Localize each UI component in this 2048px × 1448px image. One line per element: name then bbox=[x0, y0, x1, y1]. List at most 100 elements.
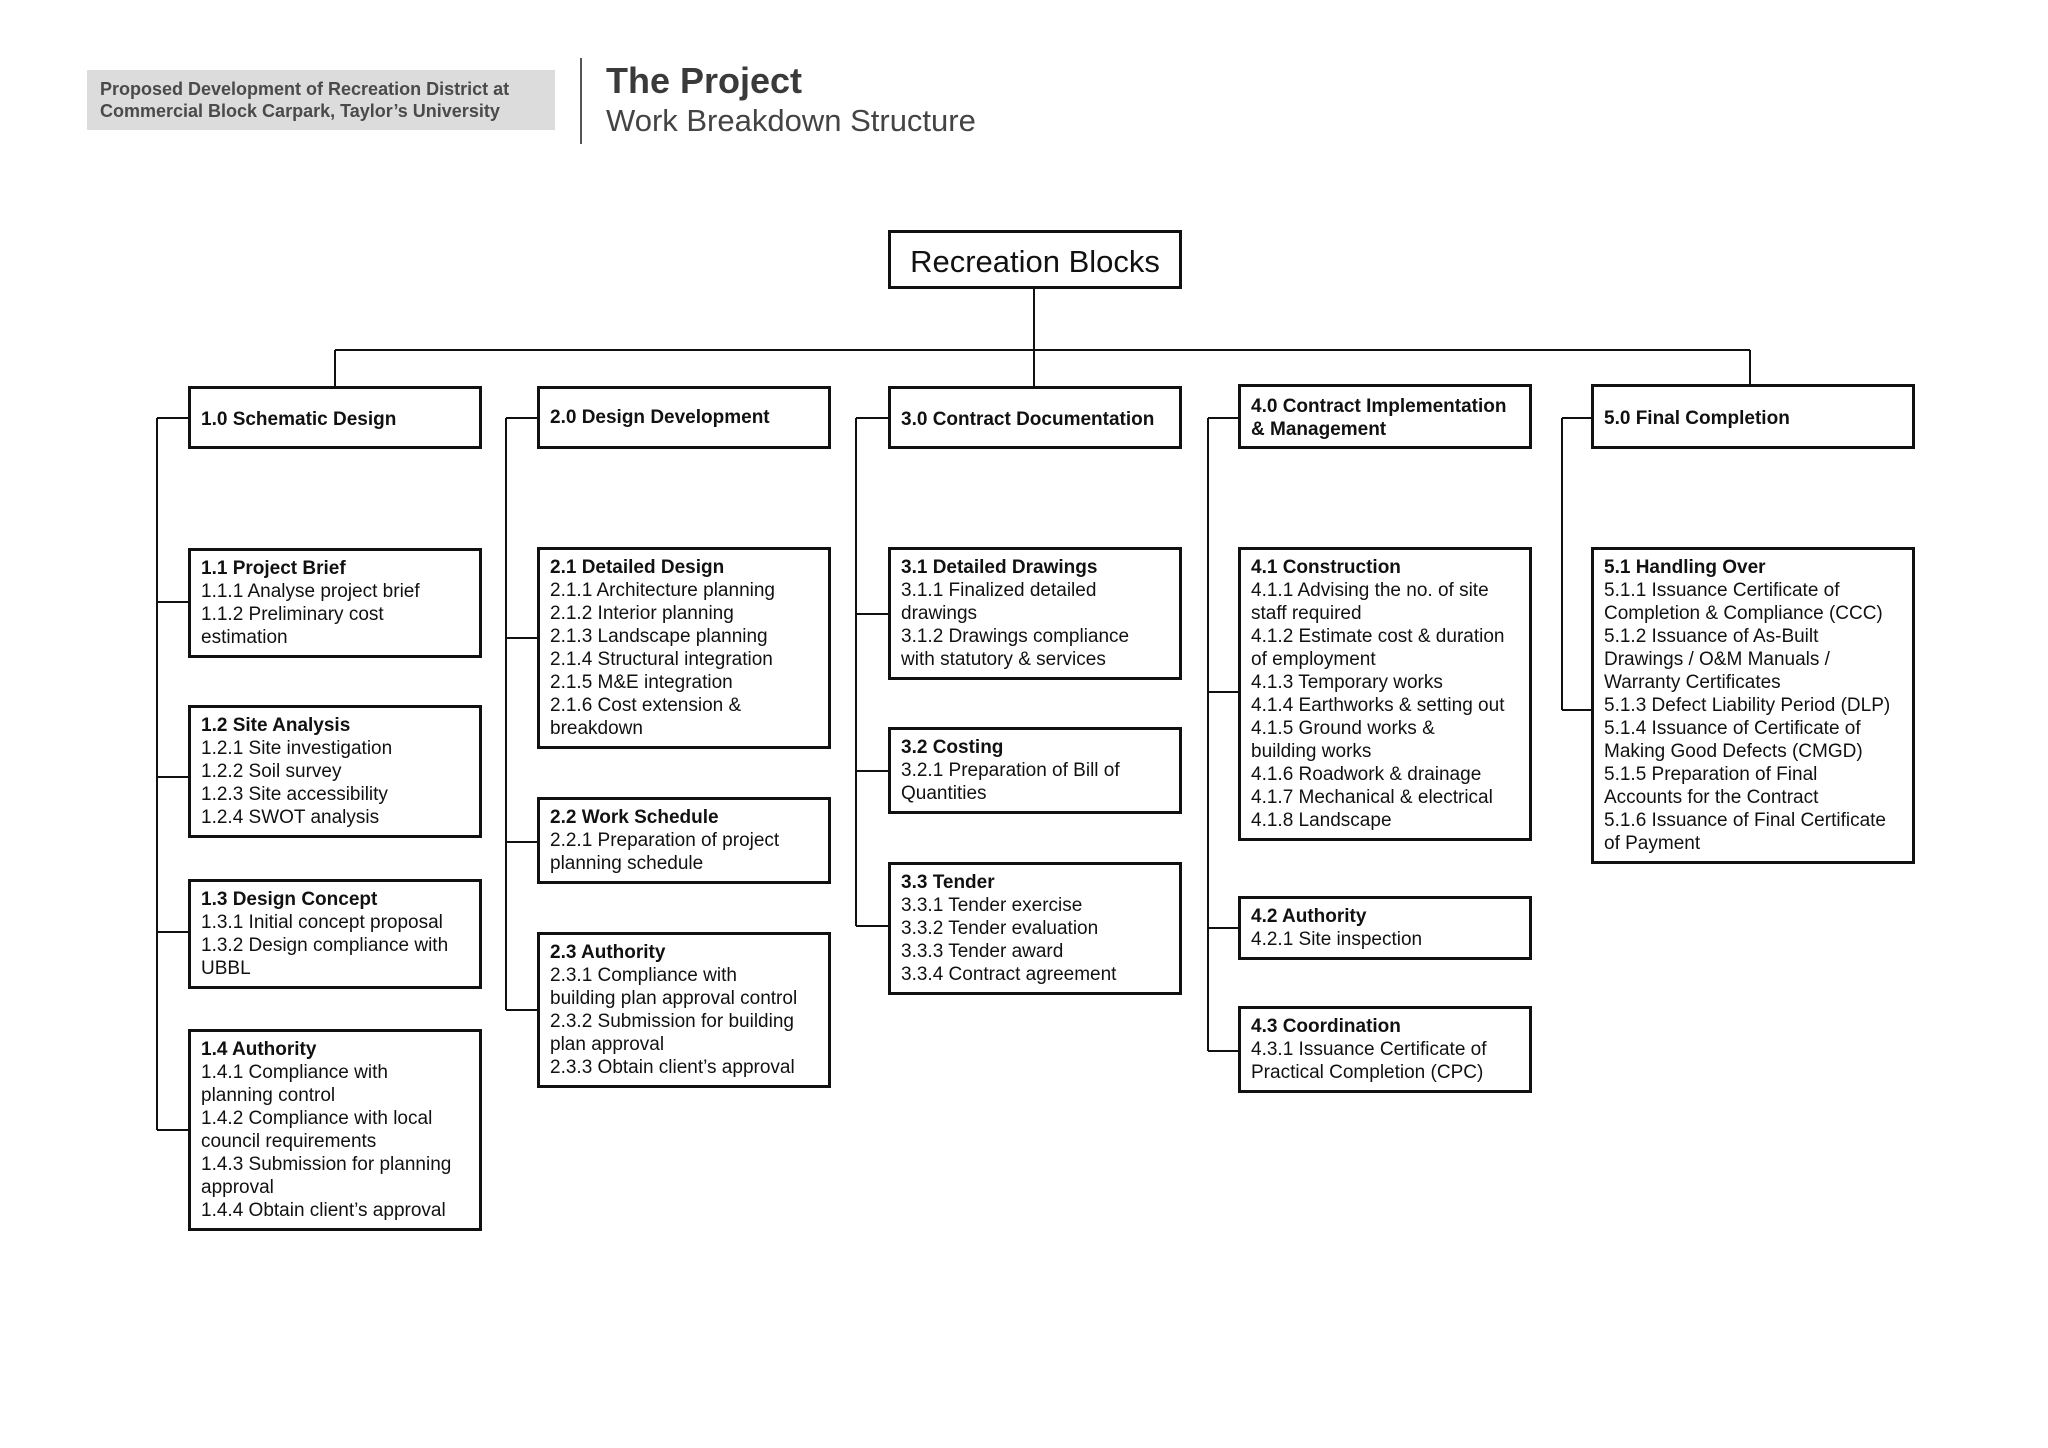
work-package-line: Accounts for the Contract bbox=[1604, 787, 1819, 808]
work-package-line: 1.2.4 SWOT analysis bbox=[201, 807, 380, 828]
work-package-title: 1.2 Site Analysis bbox=[201, 715, 351, 736]
root-label: Recreation Blocks bbox=[910, 244, 1160, 279]
work-package-line: 5.1.1 Issuance Certificate of bbox=[1604, 580, 1840, 601]
work-package-line: 3.2.1 Preparation of Bill of bbox=[901, 760, 1120, 781]
wbs-heading-2: 2.0 Design Development bbox=[537, 386, 831, 449]
work-package-line: 3.1.2 Drawings compliance bbox=[901, 626, 1130, 647]
work-package-title: 1.4 Authority bbox=[201, 1039, 317, 1060]
work-package-line: 3.3.4 Contract agreement bbox=[901, 964, 1117, 985]
work-package-line: Practical Completion (CPC) bbox=[1251, 1062, 1484, 1083]
work-package-line: 4.1.1 Advising the no. of site bbox=[1251, 580, 1489, 601]
heading-5-label: 5.0 Final Completion bbox=[1604, 408, 1790, 429]
wbs-heading-5: 5.0 Final Completion bbox=[1591, 384, 1915, 449]
work-package-line: 5.1.6 Issuance of Final Certificate bbox=[1604, 810, 1886, 831]
heading-3-label: 3.0 Contract Documentation bbox=[901, 409, 1155, 430]
work-package-line: 3.3.3 Tender award bbox=[901, 941, 1064, 962]
work-package-line: 2.1.1 Architecture planning bbox=[550, 580, 775, 601]
wbs-heading-4: 4.0 Contract Implementation & Management bbox=[1238, 384, 1532, 449]
work-package-line: 4.1.4 Earthworks & setting out bbox=[1251, 695, 1505, 716]
work-package-line: of employment bbox=[1251, 649, 1376, 670]
work-package-line: 5.1.2 Issuance of As-Built bbox=[1604, 626, 1819, 647]
work-package-line: Completion & Compliance (CCC) bbox=[1604, 603, 1883, 624]
work-package-title: 2.1 Detailed Design bbox=[550, 557, 725, 578]
work-package-line: drawings bbox=[901, 603, 978, 624]
project-name-line-1: Proposed Development of Recreation Distr… bbox=[100, 79, 510, 99]
work-package-line: 1.4.3 Submission for planning bbox=[201, 1154, 452, 1175]
work-package-title: 1.1 Project Brief bbox=[201, 558, 346, 579]
work-package-title: 2.2 Work Schedule bbox=[550, 807, 719, 828]
project-name-line-2: Commercial Block Carpark, Taylor’s Unive… bbox=[100, 101, 500, 121]
work-package-line: 5.1.4 Issuance of Certificate of bbox=[1604, 718, 1861, 739]
heading-2-label: 2.0 Design Development bbox=[550, 407, 770, 428]
work-package-line: 1.2.1 Site investigation bbox=[201, 738, 393, 759]
work-package-line: 1.4.1 Compliance with bbox=[201, 1062, 388, 1083]
work-package-line: planning schedule bbox=[550, 853, 704, 874]
work-package-line: 4.1.6 Roadwork & drainage bbox=[1251, 764, 1482, 785]
work-package-title: 2.3 Authority bbox=[550, 942, 666, 963]
work-package-line: 3.3.1 Tender exercise bbox=[901, 895, 1083, 916]
work-package-title: 3.3 Tender bbox=[901, 872, 995, 893]
work-package-title: 3.2 Costing bbox=[901, 737, 1004, 758]
work-package-line: 4.1.2 Estimate cost & duration bbox=[1251, 626, 1505, 647]
work-package-line: with statutory & services bbox=[901, 649, 1106, 670]
work-package-line: 5.1.5 Preparation of Final bbox=[1604, 764, 1818, 785]
work-package-line: Warranty Certificates bbox=[1604, 672, 1781, 693]
work-package-line: Quantities bbox=[901, 783, 987, 804]
wbs-heading-1: 1.0 Schematic Design bbox=[188, 386, 482, 449]
work-package-line: staff required bbox=[1251, 603, 1362, 624]
work-package-line: estimation bbox=[201, 627, 288, 648]
work-package-line: 4.1.8 Landscape bbox=[1251, 810, 1392, 831]
wbs-heading-3: 3.0 Contract Documentation bbox=[888, 386, 1182, 449]
heading-4-label-line-1: 4.0 Contract Implementation bbox=[1251, 396, 1507, 417]
work-package-line: Making Good Defects (CMGD) bbox=[1604, 741, 1863, 762]
work-package-title: 4.1 Construction bbox=[1251, 557, 1401, 578]
work-package-line: 1.1.1 Analyse project brief bbox=[201, 581, 420, 602]
work-package-line: 4.2.1 Site inspection bbox=[1251, 929, 1423, 950]
work-package-title: 1.3 Design Concept bbox=[201, 889, 378, 910]
work-package-title: 3.1 Detailed Drawings bbox=[901, 557, 1098, 578]
work-package-line: building works bbox=[1251, 741, 1372, 762]
work-package-line: 1.3.2 Design compliance with bbox=[201, 935, 449, 956]
work-package-line: 1.2.3 Site accessibility bbox=[201, 784, 388, 805]
work-package-line: plan approval bbox=[550, 1034, 665, 1055]
work-package-line: planning control bbox=[201, 1085, 336, 1106]
work-package-line: 2.1.5 M&E integration bbox=[550, 672, 733, 693]
page-subtitle: Work Breakdown Structure bbox=[606, 103, 976, 138]
work-package-line: building plan approval control bbox=[550, 988, 798, 1009]
work-package-line: 2.1.6 Cost extension & bbox=[550, 695, 742, 716]
heading-4-label-line-2: & Management bbox=[1251, 419, 1387, 440]
work-package-line: 3.3.2 Tender evaluation bbox=[901, 918, 1099, 939]
work-package-line: 1.4.2 Compliance with local bbox=[201, 1108, 433, 1129]
work-package-title: 4.2 Authority bbox=[1251, 906, 1367, 927]
header-divider bbox=[580, 58, 582, 144]
work-package-line: approval bbox=[201, 1177, 274, 1198]
work-package-line: council requirements bbox=[201, 1131, 377, 1152]
work-package-line: UBBL bbox=[201, 958, 251, 979]
work-package-line: 3.1.1 Finalized detailed bbox=[901, 580, 1097, 601]
work-package-line: Drawings / O&M Manuals / bbox=[1604, 649, 1830, 670]
work-package-line: 1.2.2 Soil survey bbox=[201, 761, 342, 782]
work-package-line: 4.1.5 Ground works & bbox=[1251, 718, 1435, 739]
work-package-line: 2.2.1 Preparation of project bbox=[550, 830, 780, 851]
work-package-line: 2.1.2 Interior planning bbox=[550, 603, 734, 624]
work-package-line: 4.1.3 Temporary works bbox=[1251, 672, 1443, 693]
work-package-line: 2.3.2 Submission for building bbox=[550, 1011, 794, 1032]
work-package-line: 5.1.3 Defect Liability Period (DLP) bbox=[1604, 695, 1891, 716]
work-package-line: 1.3.1 Initial concept proposal bbox=[201, 912, 443, 933]
work-package-line: of Payment bbox=[1604, 833, 1701, 854]
work-package-line: 2.1.4 Structural integration bbox=[550, 649, 773, 670]
work-package-line: 2.3.3 Obtain client’s approval bbox=[550, 1057, 795, 1078]
